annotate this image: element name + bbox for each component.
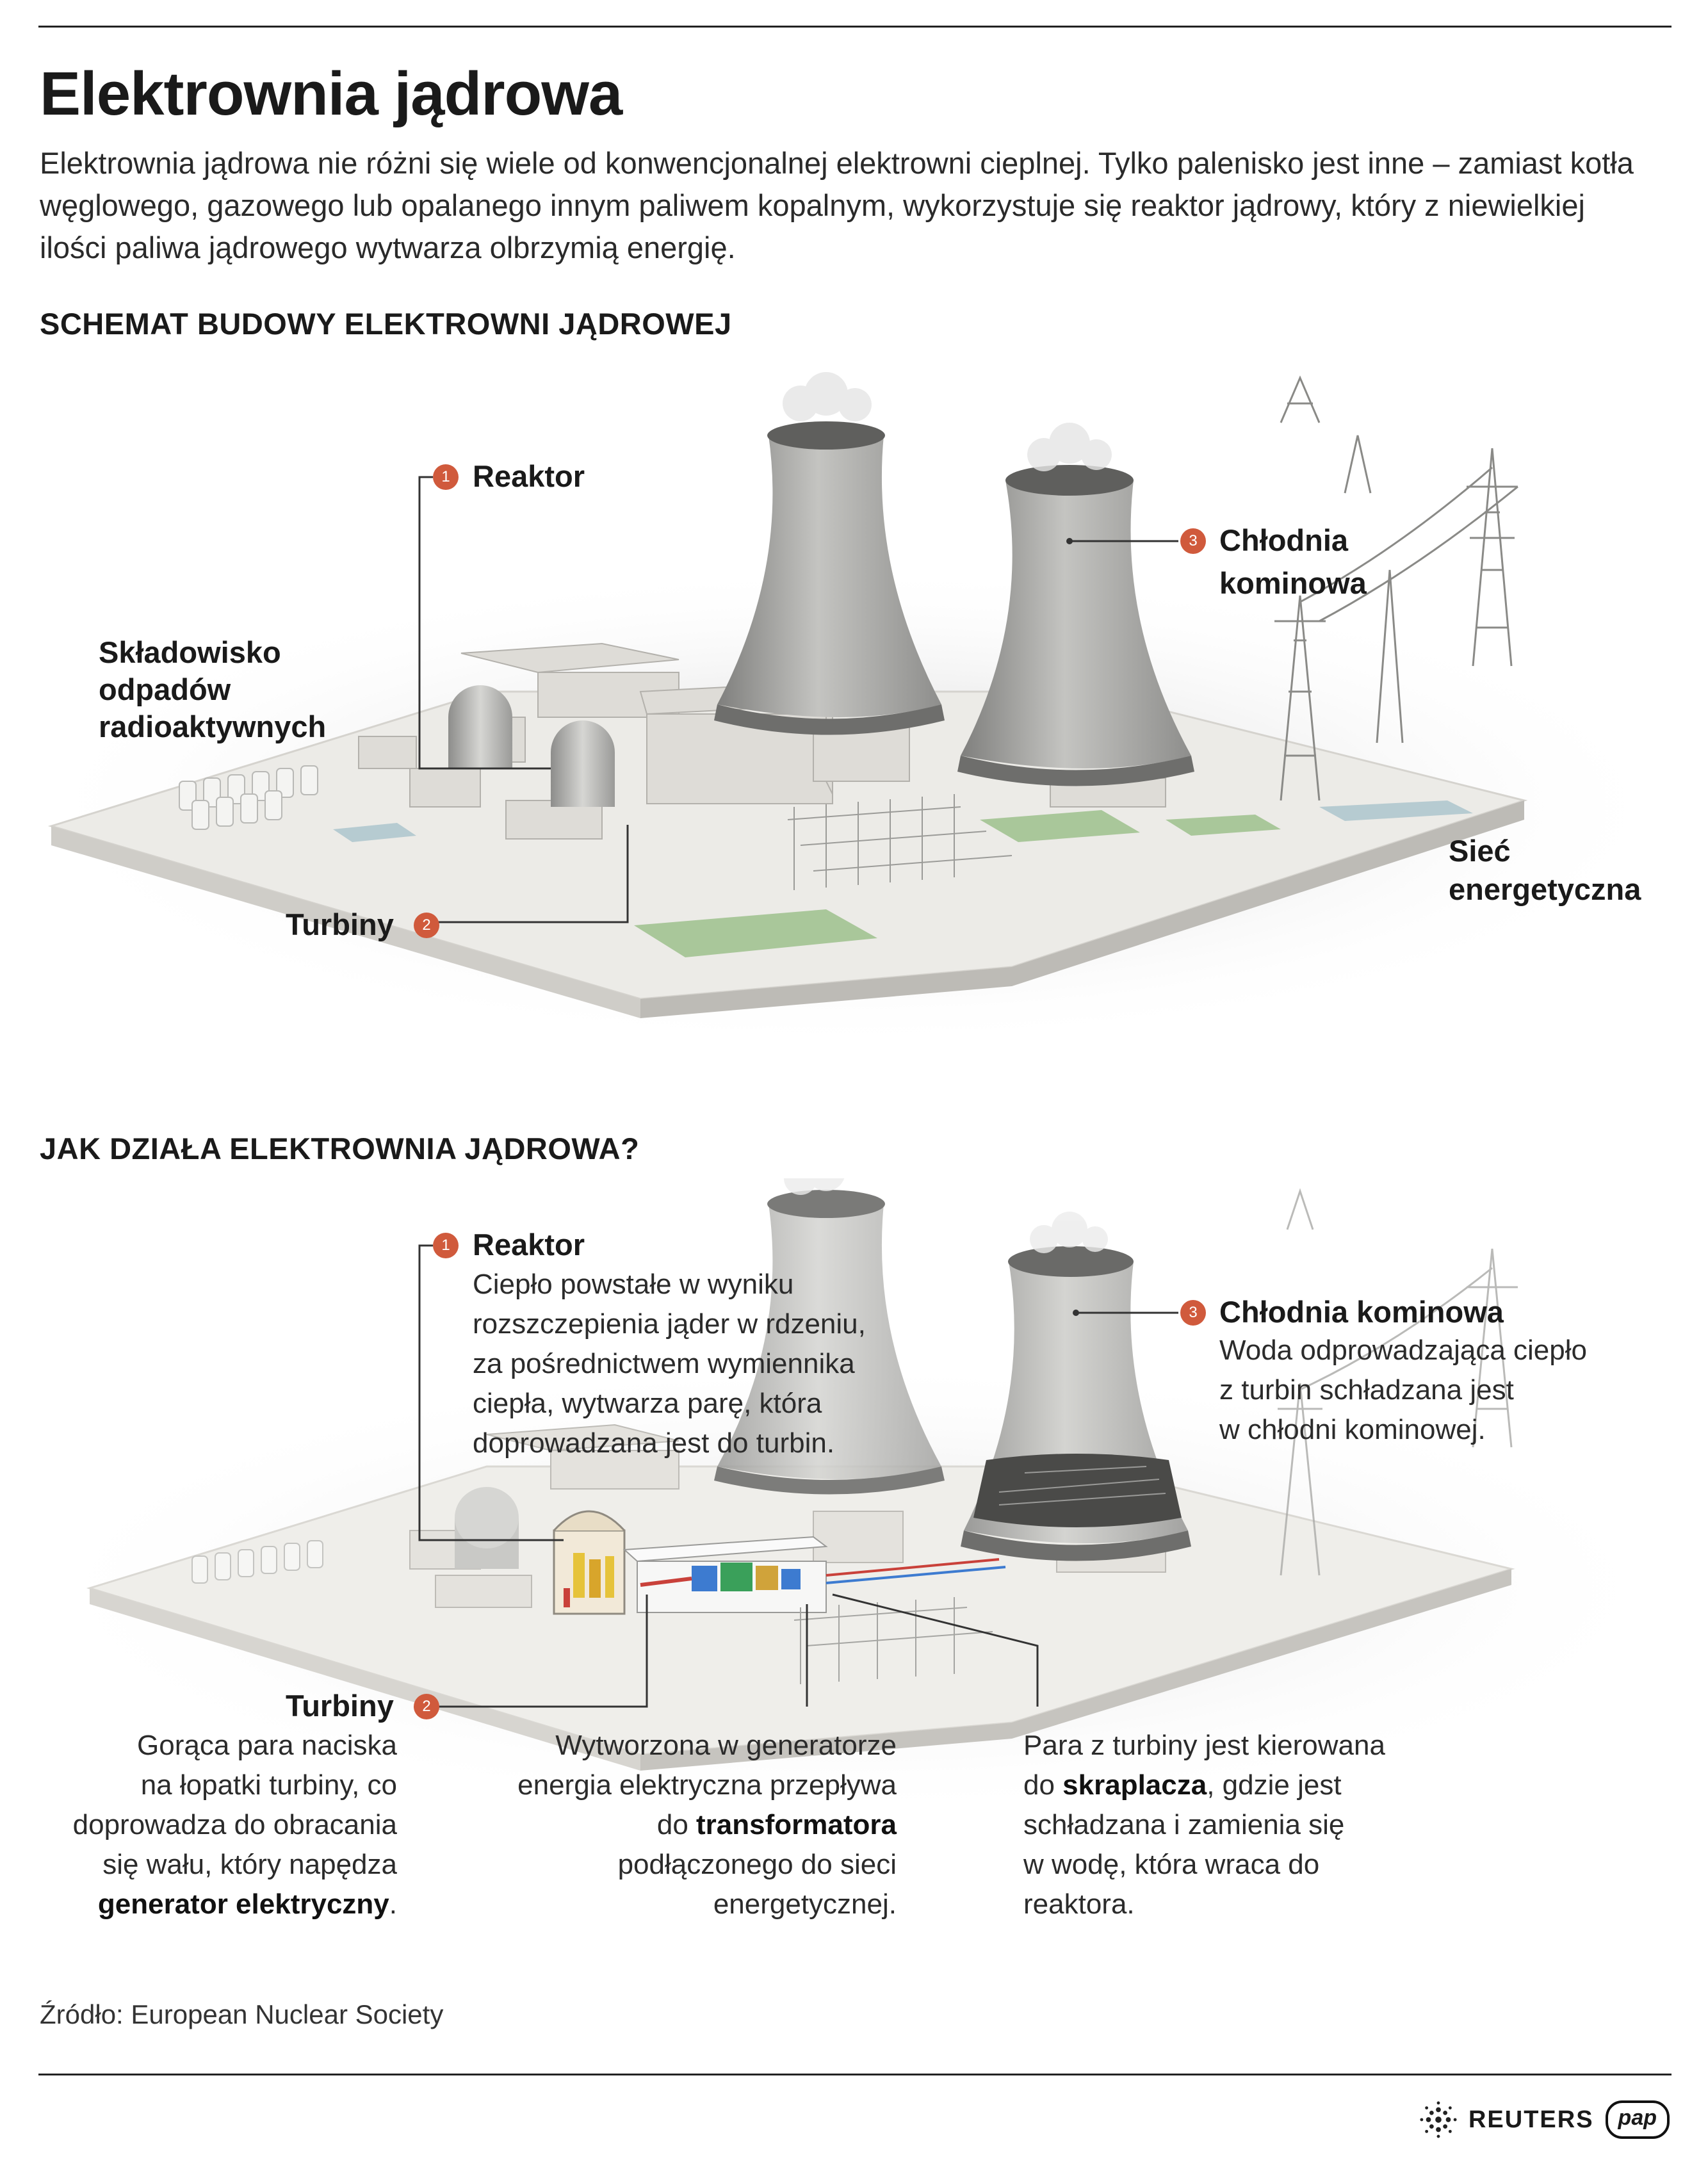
label-waste-line1: Składowisko xyxy=(99,635,281,669)
label-cooling-tower: Chłodnia kominowa xyxy=(1219,1295,1504,1329)
desc-cooling-tower: Woda odprowadzająca ciepło z turbin schł… xyxy=(1219,1335,1587,1445)
desc-reactor: Ciepło powstałe w wyniku rozszczepienia … xyxy=(473,1269,866,1459)
badge-number: 3 xyxy=(1180,528,1206,554)
bottom-rule xyxy=(38,2074,1671,2075)
top-rule xyxy=(38,26,1671,28)
label-turbines: Turbiny xyxy=(286,907,394,941)
label-cooling-tower-line2: kominowa xyxy=(1219,566,1367,600)
badge-number: 3 xyxy=(1180,1300,1206,1326)
badge-number: 1 xyxy=(433,1233,459,1258)
desc-turbines: Gorąca para naciska na łopatki turbiny, … xyxy=(72,1730,397,1920)
plant-structure-illustration: 1 Reaktor Składowisko odpadów radioaktyw… xyxy=(0,359,1708,1101)
source-credit: Źródło: European Nuclear Society xyxy=(40,1999,444,2029)
desc-transformer: Wytworzona w generatorze energia elektry… xyxy=(517,1730,897,1920)
label-turbines: Turbiny xyxy=(286,1689,394,1723)
label-reactor: Reaktor xyxy=(473,1228,585,1262)
intro-text: Elektrownia jądrowa nie różni się wiele … xyxy=(40,146,1634,264)
page-title: Elektrownia jądrowa xyxy=(40,60,622,128)
section-title-how-it-works: JAK DZIAŁA ELEKTROWNIA JĄDROWA? xyxy=(40,1132,640,1165)
badge-number: 1 xyxy=(433,464,459,490)
plant-operation-illustration: 1 Reaktor Ciepło powstałe w wyniku rozsz… xyxy=(0,1178,1708,1979)
reuters-logo-text: REUTERS xyxy=(1468,2106,1594,2133)
badge-number: 2 xyxy=(414,1694,439,1719)
label-cooling-tower-line1: Chłodnia xyxy=(1219,523,1349,557)
badge-number: 2 xyxy=(414,913,439,938)
label-reactor: Reaktor xyxy=(473,459,585,493)
pap-logo: pap xyxy=(1605,2100,1670,2139)
reuters-logo-icon xyxy=(1420,2101,1457,2138)
publisher-logos: REUTERS pap xyxy=(1420,2099,1670,2140)
desc-condenser: Para z turbiny jest kierowana do skrapla… xyxy=(1023,1730,1385,1920)
section-title-structure: SCHEMAT BUDOWY ELEKTROWNI JĄDROWEJ xyxy=(40,307,732,341)
label-waste-line3: radioaktywnych xyxy=(99,710,327,743)
label-grid-line1: Sieć xyxy=(1449,834,1511,868)
label-grid-line2: energetyczna xyxy=(1449,872,1641,906)
label-waste-line2: odpadów xyxy=(99,672,231,706)
